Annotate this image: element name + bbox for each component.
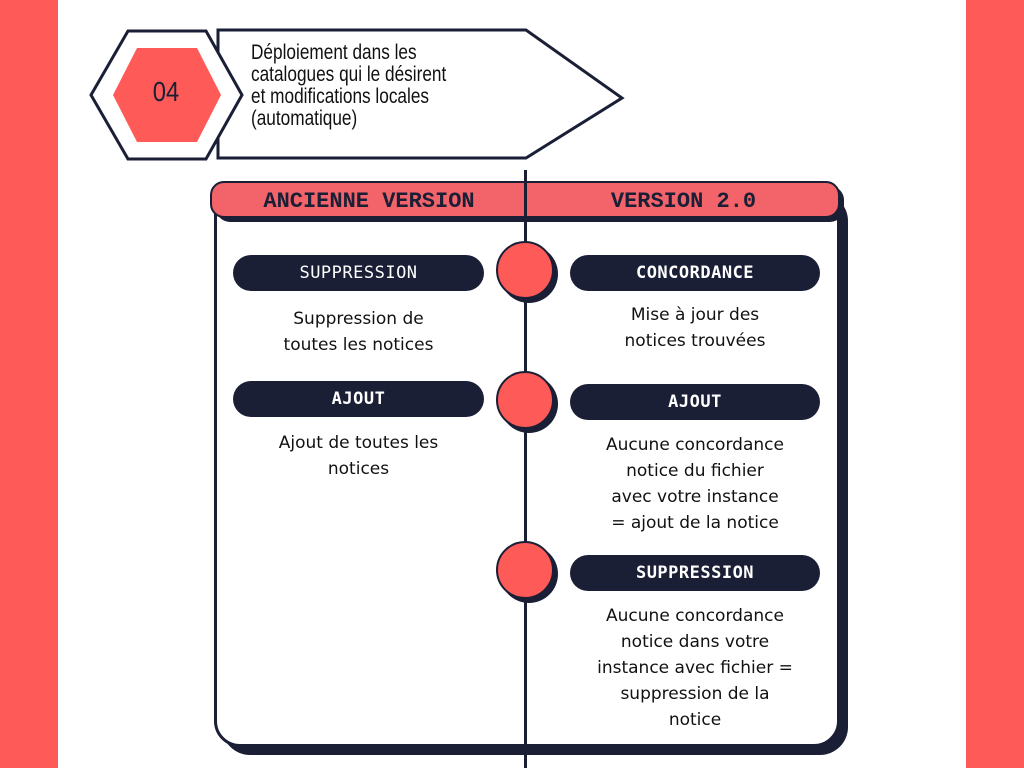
step-hexagon-inner [113, 48, 221, 142]
left-border-band [0, 0, 58, 768]
right-column-header: VERSION 2.0 [610, 189, 757, 214]
desc-line: toutes les notices [283, 335, 434, 355]
desc-line: suppression de la [620, 684, 770, 704]
desc-line: = ajout de la notice [611, 513, 779, 533]
timeline-node [496, 241, 558, 303]
desc-line: notice dans votre [620, 632, 770, 652]
right-desc-suppression: Aucune concordance notice dans votre ins… [570, 603, 820, 733]
desc-line: Mise à jour des [630, 305, 760, 325]
desc-line: avec votre instance [611, 487, 779, 507]
left-desc-suppression: Suppression de toutes les notices [233, 306, 484, 358]
desc-line: Aucune concordance [606, 435, 784, 455]
left-column-header: ANCIENNE VERSION [263, 189, 475, 214]
timeline-node [496, 371, 558, 433]
left-label-suppression: SUPPRESSION [233, 255, 484, 291]
step-title-line: et modifications locales [251, 85, 430, 108]
desc-line: Aucune concordance [606, 606, 784, 626]
right-label-concordance: CONCORDANCE [570, 255, 820, 291]
step-title-line: catalogues qui le désirent [251, 63, 447, 86]
step-number: 04 [152, 76, 180, 107]
left-label-ajout: AJOUT [233, 381, 484, 417]
right-desc-ajout: Aucune concordance notice du fichier ave… [570, 432, 820, 536]
right-label-ajout: AJOUT [570, 384, 820, 420]
right-border-band [966, 0, 1024, 768]
right-desc-concordance: Mise à jour des notices trouvées [570, 302, 820, 354]
desc-line: notices [327, 459, 390, 479]
desc-line: instance avec fichier = [597, 658, 793, 678]
right-label-suppression: SUPPRESSION [570, 555, 820, 591]
timeline-node [496, 541, 558, 603]
step-title: Déploiement dans les catalogues qui le d… [251, 42, 489, 130]
desc-line: notices trouvées [624, 331, 766, 351]
left-desc-ajout: Ajout de toutes les notices [233, 430, 484, 482]
desc-line: Suppression de [293, 309, 424, 329]
step-title-line: (automatique) [251, 107, 358, 130]
step-banner [89, 28, 625, 161]
desc-line: Ajout de toutes les [278, 433, 439, 453]
desc-line: notice [668, 710, 722, 730]
step-title-line: Déploiement dans les [251, 41, 417, 64]
center-divider [524, 170, 527, 768]
desc-line: notice du fichier [626, 461, 764, 481]
